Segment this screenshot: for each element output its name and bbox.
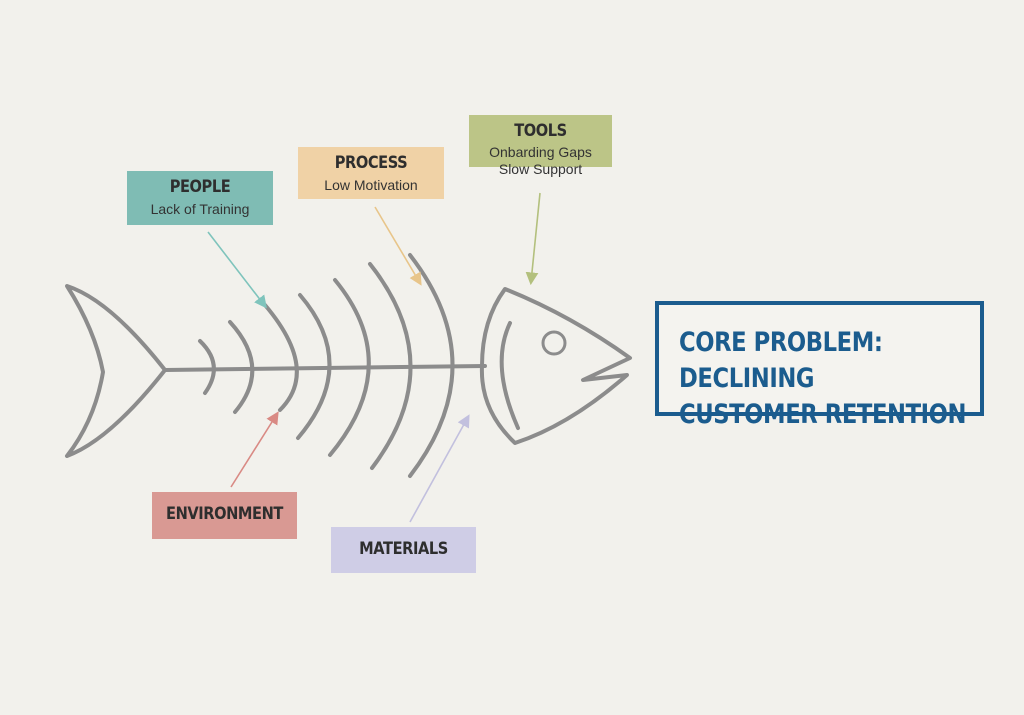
category-title: PROCESS [334,153,408,173]
category-tools: TOOLS Onbarding Gaps Slow Support [469,115,612,177]
fish-rib [328,278,371,457]
category-materials: MATERIALS [331,527,476,573]
process-arrow [374,206,422,286]
fish-rib [263,303,299,412]
category-title: MATERIALS [359,539,448,559]
fish-spine [163,364,487,372]
category-title: PEOPLE [169,177,231,197]
core-problem-line: CORE PROBLEM: DECLINING [679,327,883,394]
fish-rib [408,253,455,478]
tools-arrow [525,192,541,286]
cause-item: Lack of Training [150,201,250,217]
category-people: PEOPLE Lack of Training [127,171,273,225]
cause-item: Onbarding Gaps [489,144,592,160]
fish-rib [228,320,255,414]
environment-arrow [230,411,279,488]
fish-tail [65,284,167,458]
core-problem-line: CUSTOMER RETENTION [679,399,967,430]
category-process: PROCESS Low Motivation [298,147,444,199]
category-title: ENVIRONMENT [166,504,283,524]
core-problem-text: CORE PROBLEM: DECLINING CUSTOMER RETENTI… [679,325,990,433]
cause-item: Low Motivation [324,177,418,193]
fish-head [479,287,632,445]
fish-rib [368,262,413,470]
people-arrow [207,231,267,309]
fish-rib [296,293,332,440]
fish-gill [499,321,520,430]
materials-arrow [409,414,470,523]
category-title: TOOLS [514,121,567,141]
core-problem-box: CORE PROBLEM: DECLINING CUSTOMER RETENTI… [655,301,984,430]
category-environment: ENVIRONMENT [152,492,297,539]
fish-eye [541,330,567,356]
fish-rib [198,339,216,395]
cause-item: Slow Support [498,161,583,177]
